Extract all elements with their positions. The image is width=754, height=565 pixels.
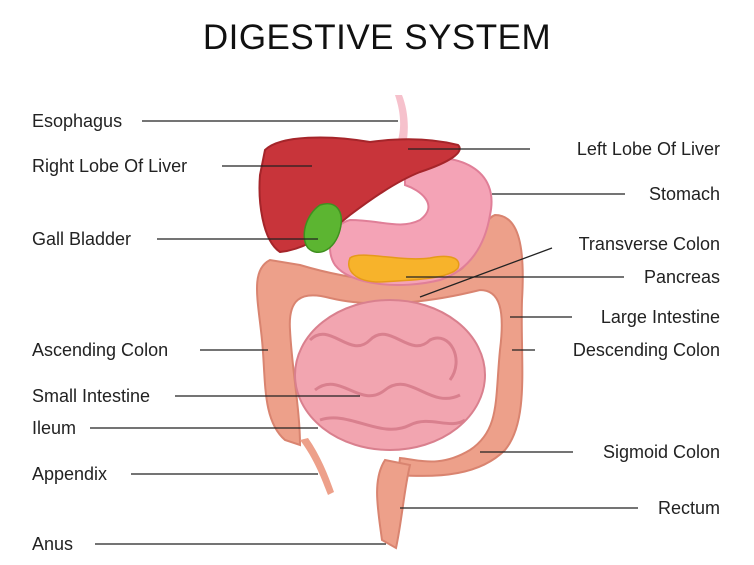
label-anus: Anus bbox=[32, 534, 74, 554]
label-stomach: Stomach bbox=[648, 184, 720, 204]
diagram-title: DIGESTIVE SYSTEM bbox=[202, 18, 552, 57]
pancreas-shape bbox=[348, 254, 460, 283]
label-ileum: Ileum bbox=[32, 418, 77, 438]
gall-bladder-shape bbox=[303, 203, 342, 253]
esophagus-shape bbox=[395, 95, 408, 150]
label-pancreas: Pancreas bbox=[643, 267, 720, 287]
label-ascending-colon: Ascending Colon bbox=[32, 340, 169, 360]
small-intestine-coils bbox=[308, 332, 466, 431]
leader-lines bbox=[90, 120, 638, 545]
label-rectum: Rectum bbox=[657, 498, 720, 518]
label-transverse-colon: Transverse Colon bbox=[578, 234, 720, 254]
label-right-lobe-liver: Right Lobe Of Liver bbox=[32, 156, 188, 176]
label-small-intestine: Small Intestine bbox=[32, 386, 151, 406]
label-appendix: Appendix bbox=[32, 464, 108, 484]
label-sigmoid-colon: Sigmoid Colon bbox=[602, 442, 720, 462]
label-left-lobe-liver: Left Lobe Of Liver bbox=[576, 139, 720, 159]
appendix-shape bbox=[300, 438, 334, 495]
label-descending-colon: Descending Colon bbox=[572, 340, 720, 360]
small-intestine-shape bbox=[294, 299, 486, 451]
label-large-intestine: Large Intestine bbox=[600, 307, 720, 327]
rectum-shape bbox=[376, 458, 412, 550]
stomach-shape bbox=[329, 156, 493, 286]
label-esophagus: Esophagus bbox=[32, 111, 123, 131]
label-gall-bladder: Gall Bladder bbox=[32, 229, 132, 249]
large-intestine-shape bbox=[256, 213, 524, 477]
